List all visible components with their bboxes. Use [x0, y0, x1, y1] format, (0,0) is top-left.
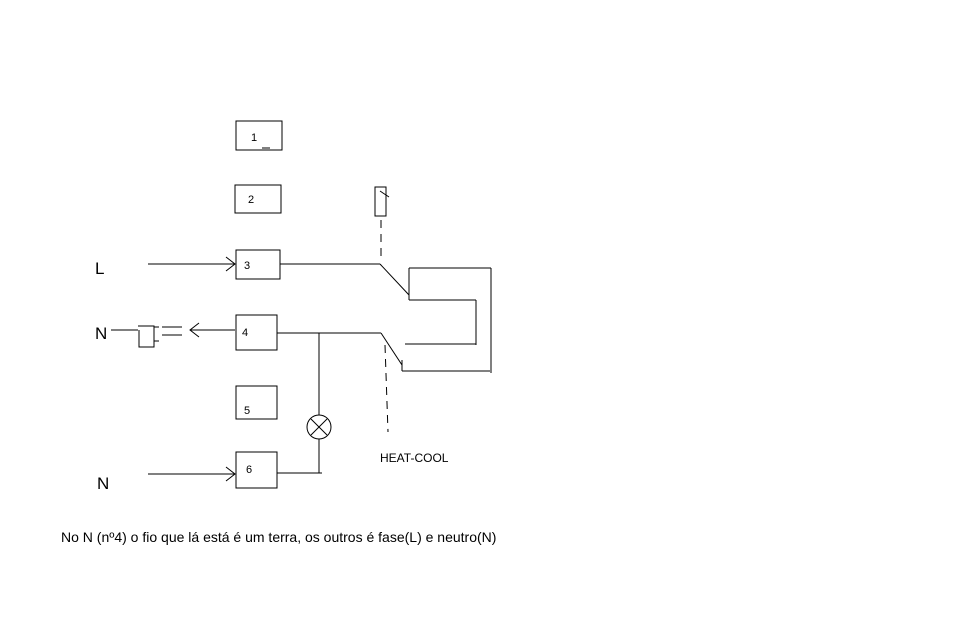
- switch-label: HEAT-COOL: [380, 451, 449, 465]
- thermostat-sensor: [374, 186, 390, 433]
- terminal-2: 2: [234, 184, 282, 214]
- terminal-1-label: 1: [251, 132, 257, 144]
- terminal-1: 1: [235, 120, 283, 151]
- terminal-5: 5: [235, 385, 278, 420]
- terminal-4-label: 4: [242, 327, 248, 339]
- neutral-input-wire: [148, 466, 236, 482]
- terminal-5-label: 5: [244, 405, 250, 417]
- footnote: No N (nº4) o fio que lá está é um terra,…: [61, 529, 496, 545]
- label-neutral-top: N: [95, 324, 107, 343]
- label-neutral-bottom: N: [97, 474, 109, 493]
- terminal-4: 4: [235, 314, 278, 351]
- earth-output-wire: [111, 322, 235, 348]
- switch-heat-wire: [280, 263, 492, 373]
- terminal-3-label: 3: [244, 260, 250, 272]
- terminal-2-label: 2: [248, 194, 254, 206]
- line-input-wire: [148, 256, 236, 272]
- terminal-6-label: 6: [246, 464, 252, 476]
- terminal-3: 3: [235, 249, 281, 280]
- terminal-6: 6: [235, 451, 278, 489]
- lamp-branch: [277, 333, 332, 474]
- switch-cool-wire: [277, 332, 490, 372]
- label-line: L: [95, 259, 104, 278]
